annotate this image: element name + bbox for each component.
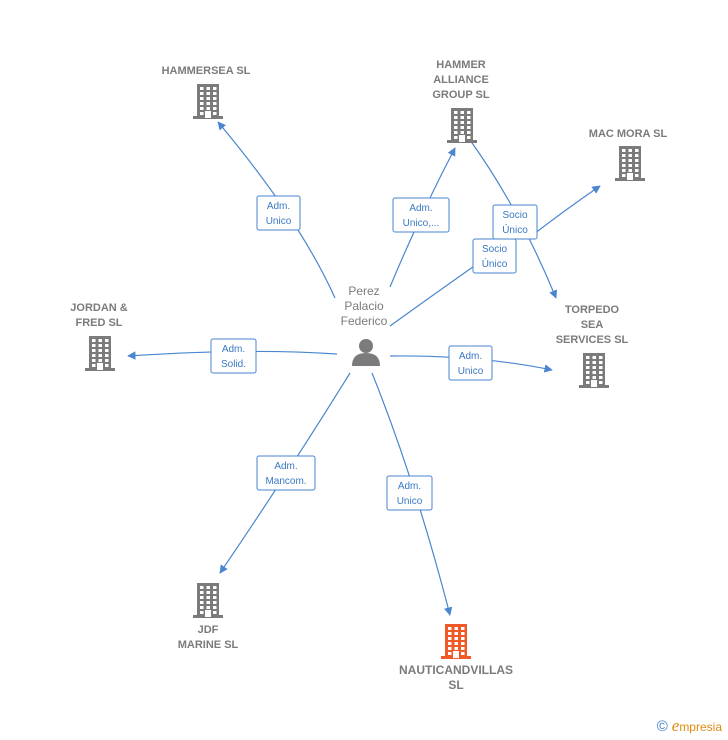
brand-initial: e: [671, 716, 680, 735]
person-icon[interactable]: [352, 339, 380, 366]
edge-label-text: Adm.: [222, 344, 245, 355]
edge-label-nauticandvillas[interactable]: Adm. Unico: [386, 475, 433, 511]
edge-label-text: Adm.: [398, 481, 421, 492]
building-icon: [615, 146, 645, 181]
edges-layer: Adm.UnicoAdm.Unico,...SocioÚnicoSocioÚni…: [127, 121, 601, 616]
brand-rest: mpresia: [679, 720, 722, 734]
company-name-line: HAMMER: [436, 59, 486, 71]
edge-label-text: Mancom.: [265, 476, 306, 487]
person-name-line: Federico: [341, 314, 388, 328]
edge-label-box: [448, 345, 493, 381]
edge-label-text: Unico,...: [403, 218, 440, 229]
edge-label-hammer_alliance[interactable]: Adm. Unico,...: [392, 197, 450, 233]
company-name-line: FRED SL: [75, 317, 122, 329]
edge-label-text: Adm.: [409, 203, 432, 214]
edge-label-text: Adm.: [459, 351, 482, 362]
edge-label-text: Unico: [266, 216, 292, 227]
person-name-line: Palacio: [344, 299, 384, 313]
company-name-line: MARINE SL: [178, 639, 239, 651]
footer-brand: © empresia: [657, 716, 722, 736]
company-name-line: JORDAN &: [70, 302, 128, 314]
company-name-line: HAMMERSEA SL: [162, 65, 251, 77]
edge-label-text: Adm.: [267, 201, 290, 212]
edge-connector-0: [389, 261, 481, 327]
edge-label-jdf_marine[interactable]: Adm. Mancom.: [256, 455, 316, 491]
edge-label-box: [392, 197, 450, 233]
edge-label-text: Adm.: [274, 461, 297, 472]
building-icon: [85, 336, 115, 371]
brand-logo: empresia: [672, 716, 722, 736]
edge-label-jordan_fred[interactable]: Adm. Solid.: [210, 338, 257, 374]
company-node-jordan_fred[interactable]: JORDAN & FRED SL: [70, 302, 128, 371]
edge-label-box: [472, 238, 517, 274]
company-name-line: SERVICES SL: [556, 334, 629, 346]
company-name-line: TORPEDO: [565, 304, 620, 316]
company-node-hammer_alliance[interactable]: HAMMER ALLIANCE GROUP SL: [432, 59, 490, 143]
edge-label-text: Solid.: [221, 359, 246, 370]
company-node-mac_mora[interactable]: MAC MORA SL: [589, 128, 668, 181]
edge-label-box: [386, 475, 433, 511]
company-name-line: JDF: [198, 624, 219, 636]
building-icon: [193, 84, 223, 119]
company-name-line: ALLIANCE: [433, 74, 489, 86]
company-node-hammersea[interactable]: HAMMERSEA SL: [162, 65, 251, 119]
edge-label-text: Socio: [482, 244, 507, 255]
company-name-line: NAUTICANDVILLAS: [399, 663, 513, 677]
edge-label-text: Único: [482, 257, 508, 270]
building-icon: [579, 353, 609, 388]
company-name-line: SL: [448, 678, 463, 692]
building-icon: [193, 583, 223, 618]
company-name-line: MAC MORA SL: [589, 128, 668, 140]
edge-label-hammersea[interactable]: Adm. Unico: [256, 195, 301, 231]
copyright-symbol: ©: [656, 717, 668, 735]
edge-label-box: [256, 455, 316, 491]
edge-label-text: Único: [502, 223, 528, 236]
edge-label-text: Socio: [502, 210, 527, 221]
building-icon: [447, 108, 477, 143]
edge-label-torpedo[interactable]: Adm. Unico: [448, 345, 493, 381]
edge-label-text: Unico: [458, 366, 484, 377]
company-node-jdf_marine[interactable]: JDF MARINE SL: [178, 583, 239, 651]
company-name-line: GROUP SL: [432, 89, 490, 101]
edge-line-mac_mora: [529, 185, 601, 238]
edge-label-box: [210, 338, 257, 374]
company-node-torpedo[interactable]: TORPEDO SEA SERVICES SL: [556, 304, 629, 388]
edge-label-box: [256, 195, 301, 231]
company-name-line: SEA: [581, 319, 604, 331]
person-name-line: Perez: [348, 284, 379, 298]
building-icon: [441, 624, 471, 659]
edge-label-text: Unico: [397, 496, 423, 507]
